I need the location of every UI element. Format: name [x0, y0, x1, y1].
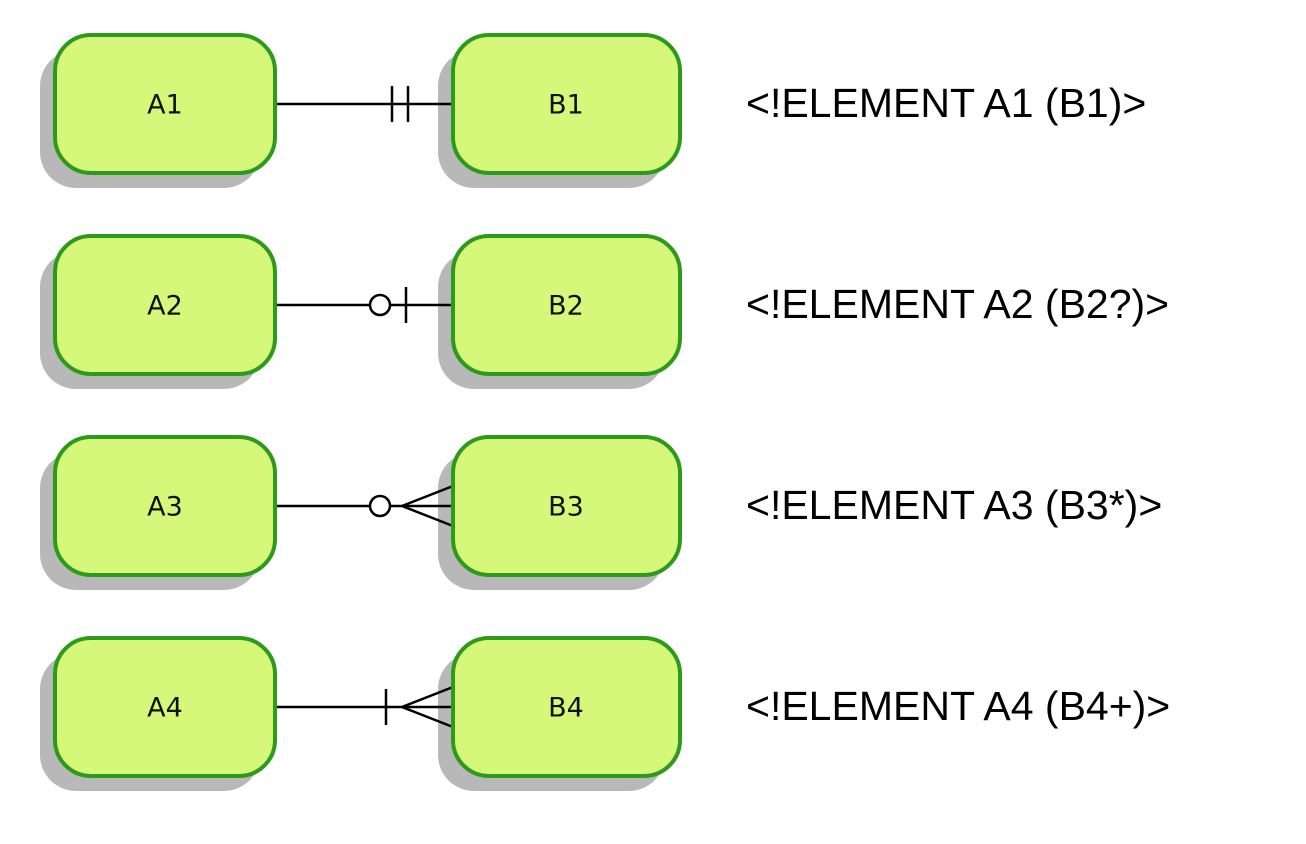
zero-circle-mark [368, 293, 392, 317]
entity-label-a4: A4 [147, 693, 183, 724]
entity-box-body [451, 33, 682, 175]
entity-box-a1: A1 [40, 33, 277, 188]
entity-box-b3: B3 [438, 435, 682, 590]
entity-label-a2: A2 [147, 291, 183, 322]
entity-label-a1: A1 [147, 90, 183, 121]
dtd-declaration-1: <!ELEMENT A1 (B1)> [746, 80, 1146, 126]
entity-box-body [53, 33, 277, 175]
entity-label-b2: B2 [548, 291, 584, 322]
entity-label-b3: B3 [548, 492, 584, 523]
entity-box-b4: B4 [438, 636, 682, 791]
entity-box-a4: A4 [40, 636, 277, 791]
entity-label-b1: B1 [548, 90, 584, 121]
entity-label-b4: B4 [548, 693, 584, 724]
connector-one-and-only-one [277, 86, 453, 122]
entity-box-body [53, 636, 277, 778]
crows-foot-mark [398, 484, 454, 528]
dtd-declaration-3: <!ELEMENT A3 (B3*)> [746, 482, 1162, 528]
row-3: A3 B3 <!ELEMENT A3 (B3*)> [40, 435, 1162, 590]
entity-label-a3: A3 [147, 492, 183, 523]
connector-zero-or-one [277, 287, 453, 323]
connector-zero-or-many [277, 484, 454, 528]
row-2: A2 B2 <!ELEMENT A2 (B2?)> [40, 234, 1169, 389]
entity-box-body [451, 435, 682, 577]
entity-box-body [451, 234, 682, 376]
connector-one-or-many [277, 685, 454, 729]
entity-box-a2: A2 [40, 234, 277, 389]
dtd-declaration-2: <!ELEMENT A2 (B2?)> [746, 281, 1169, 327]
entity-box-body [53, 234, 277, 376]
dtd-declaration-4: <!ELEMENT A4 (B4+)> [746, 683, 1170, 729]
row-1: A1 B1 <!ELEMENT A1 (B1)> [40, 33, 1146, 188]
crows-foot-mark [398, 685, 454, 729]
zero-circle-mark [368, 494, 392, 518]
entity-box-a3: A3 [40, 435, 277, 590]
entity-box-b1: B1 [438, 33, 682, 188]
entity-box-body [53, 435, 277, 577]
entity-box-b2: B2 [438, 234, 682, 389]
entity-box-body [451, 636, 682, 778]
row-4: A4 B4 <!ELEMENT A4 (B4+)> [40, 636, 1170, 791]
